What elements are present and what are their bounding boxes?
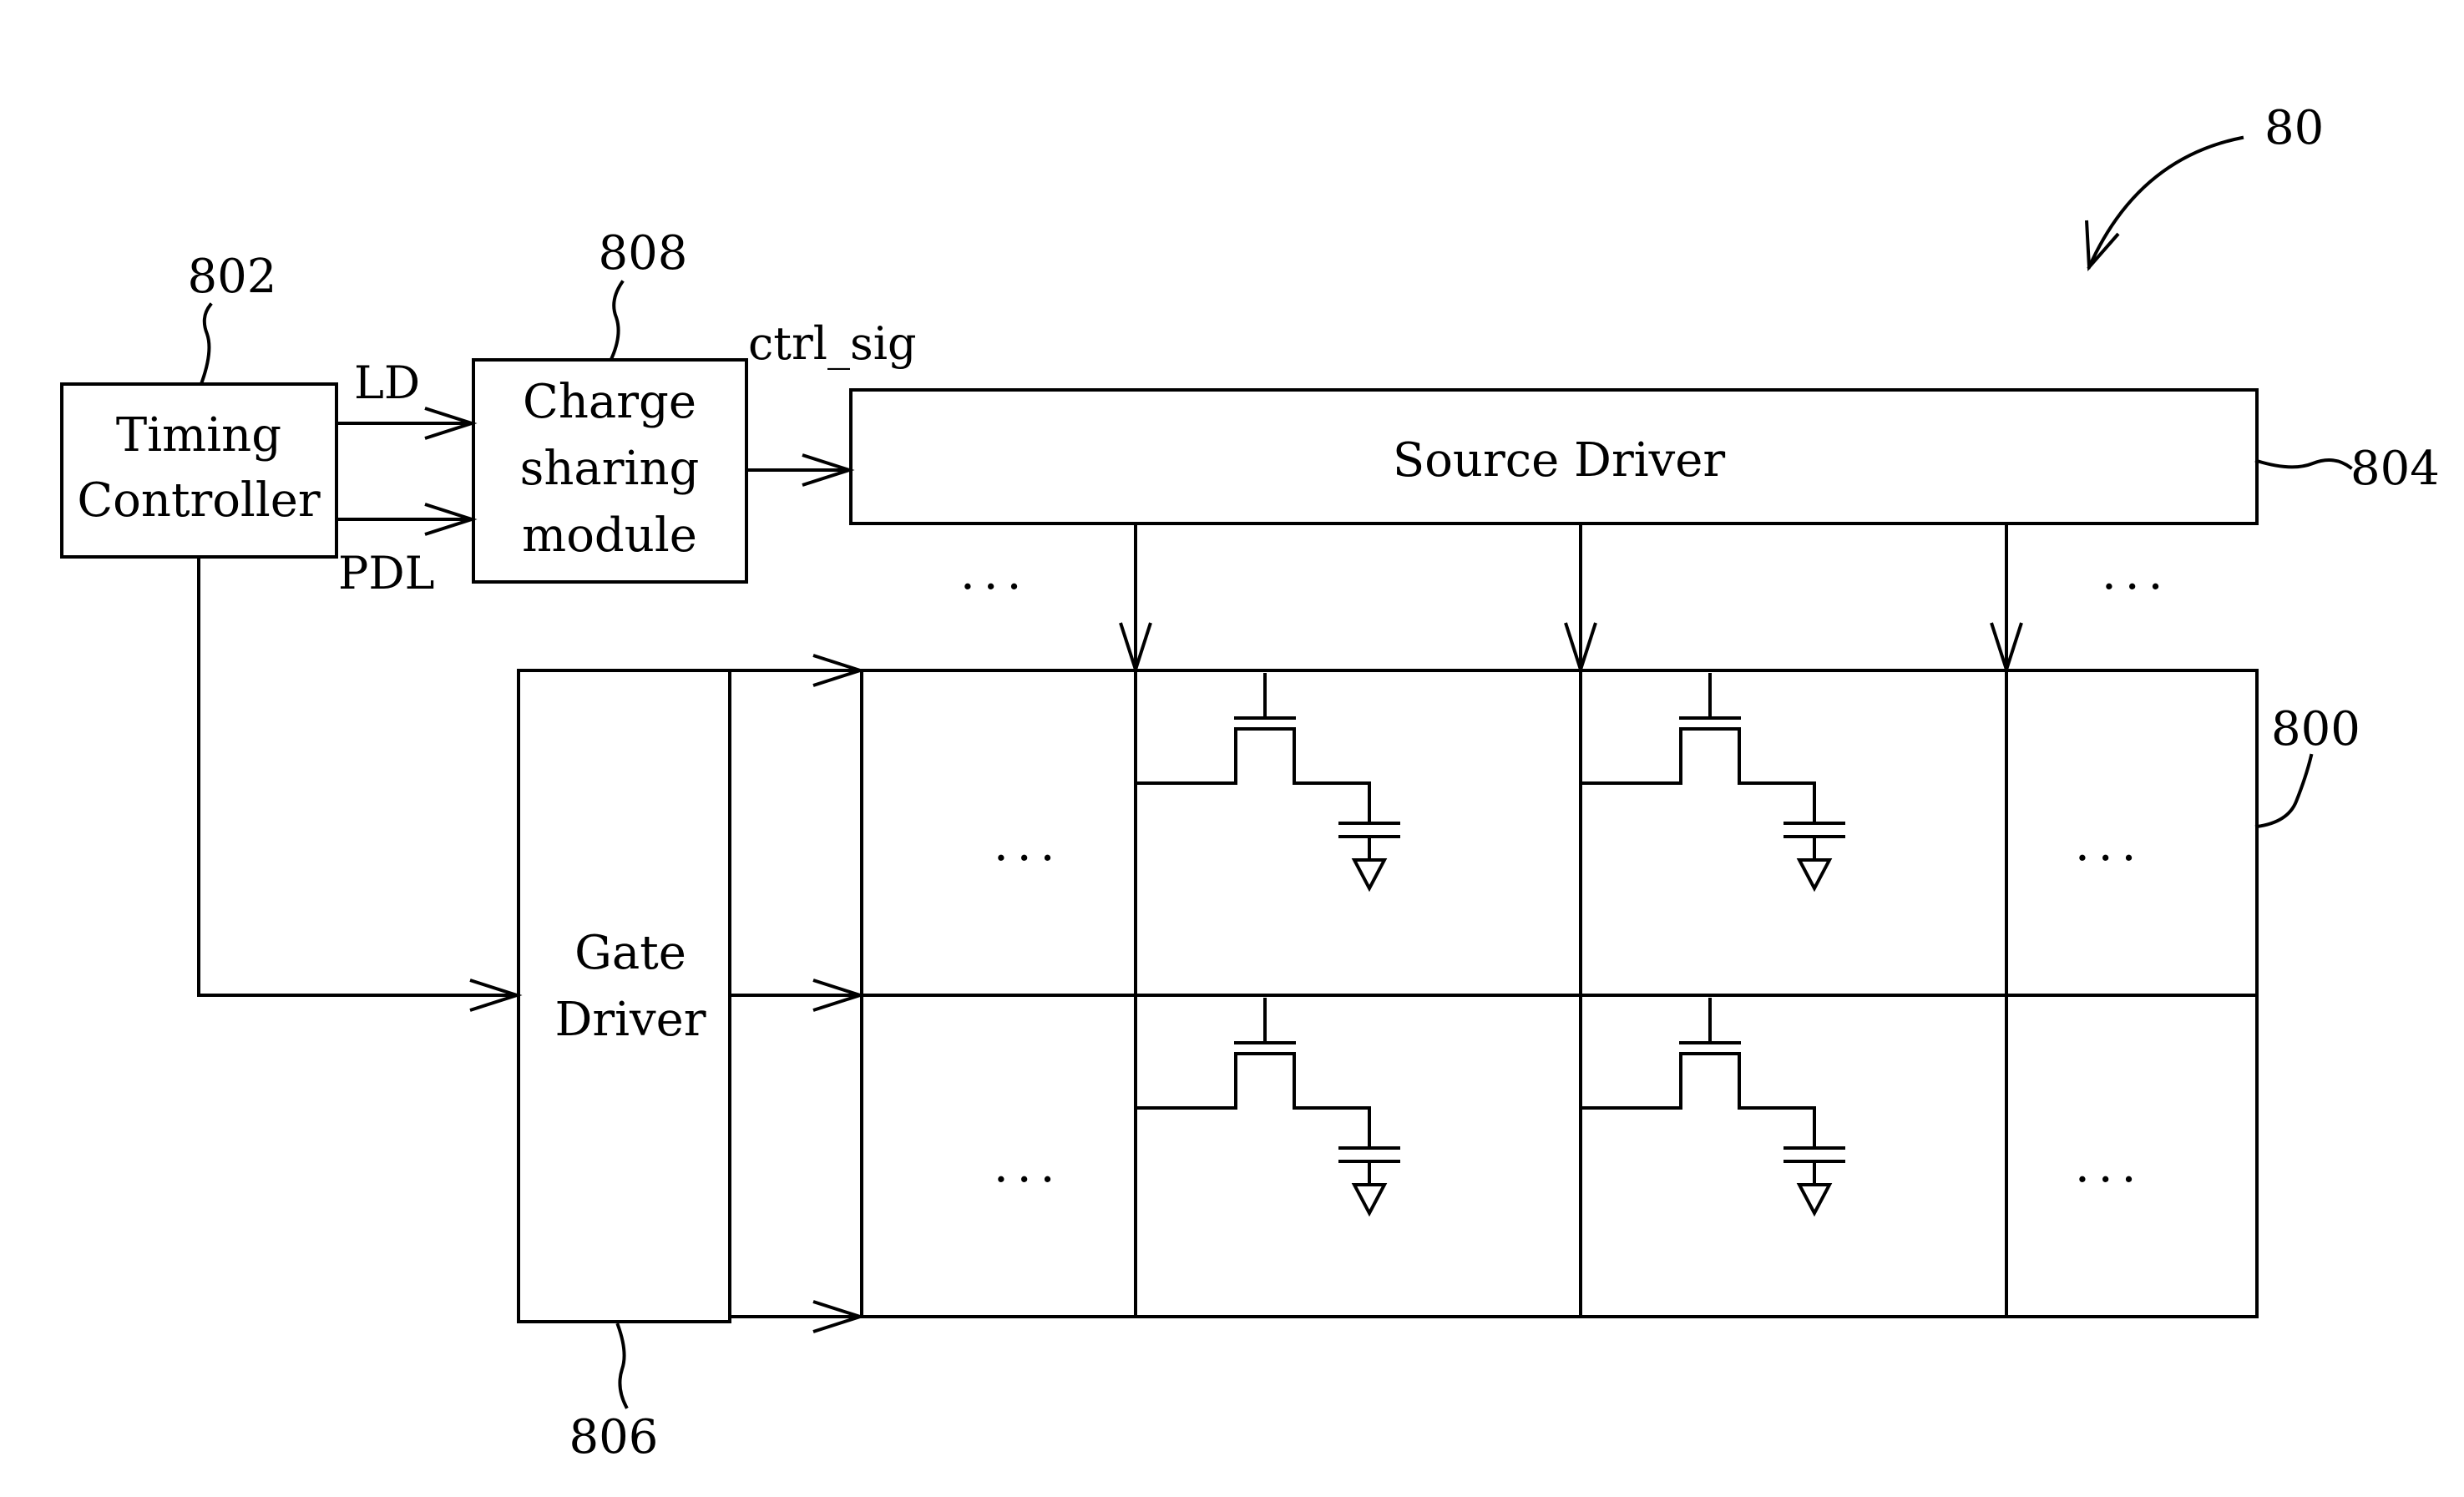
figure-ref-label: 80 [2264, 101, 2324, 155]
panel-ref: 800 [2271, 702, 2360, 756]
display-panel [862, 670, 2257, 1317]
charge-sharing-block: Charge sharing module [473, 360, 746, 582]
gate-driver-label-1: Gate [574, 926, 686, 980]
timing-controller-label-2: Controller [77, 473, 321, 528]
charge-sharing-leader [612, 282, 622, 357]
gate-driver-block: Gate Driver [519, 670, 730, 1322]
charge-sharing-label-1: Charge [523, 375, 696, 429]
timing-controller-leader [202, 305, 210, 382]
panel-leader [2257, 756, 2311, 827]
panel-ellipsis-r2-left: ... [994, 1139, 1063, 1193]
source-driver-leader [2257, 460, 2350, 468]
pdl-label: PDL [338, 547, 435, 599]
tc-to-gate-line [199, 557, 515, 995]
timing-controller-label-1: Timing [116, 408, 281, 463]
source-driver-label: Source Driver [1393, 433, 1726, 488]
gate-driver-label-2: Driver [554, 993, 706, 1047]
charge-sharing-ref: 808 [599, 226, 688, 281]
panel-ellipsis-r1-left: ... [994, 817, 1063, 872]
figure-ref-leader [2089, 138, 2242, 267]
source-ellipsis-left: ... [960, 546, 1030, 600]
ld-label: LD [354, 357, 420, 409]
panel-ellipsis-r2-right: ... [2075, 1139, 2144, 1193]
panel-ellipsis-r1-right: ... [2075, 817, 2144, 872]
pixel-cell-r1-c1 [1136, 675, 1399, 888]
gate-driver-ref: 806 [569, 1410, 659, 1464]
pixel-cell-r2-c2 [1581, 999, 1844, 1213]
pixel-cell-r2-c1 [1136, 999, 1399, 1213]
charge-sharing-label-3: module [522, 508, 697, 563]
source-ellipsis-right: ... [2102, 546, 2171, 600]
timing-controller-ref: 802 [188, 250, 277, 304]
pixel-cell-r1-c2 [1581, 675, 1844, 888]
timing-controller-block: Timing Controller [62, 384, 336, 557]
source-driver-block: Source Driver [851, 390, 2257, 523]
gate-driver-leader [618, 1325, 626, 1407]
source-driver-ref: 804 [2350, 442, 2440, 496]
charge-sharing-label-2: sharing [520, 442, 700, 496]
ctrl-sig-label: ctrl_sig [748, 317, 917, 370]
